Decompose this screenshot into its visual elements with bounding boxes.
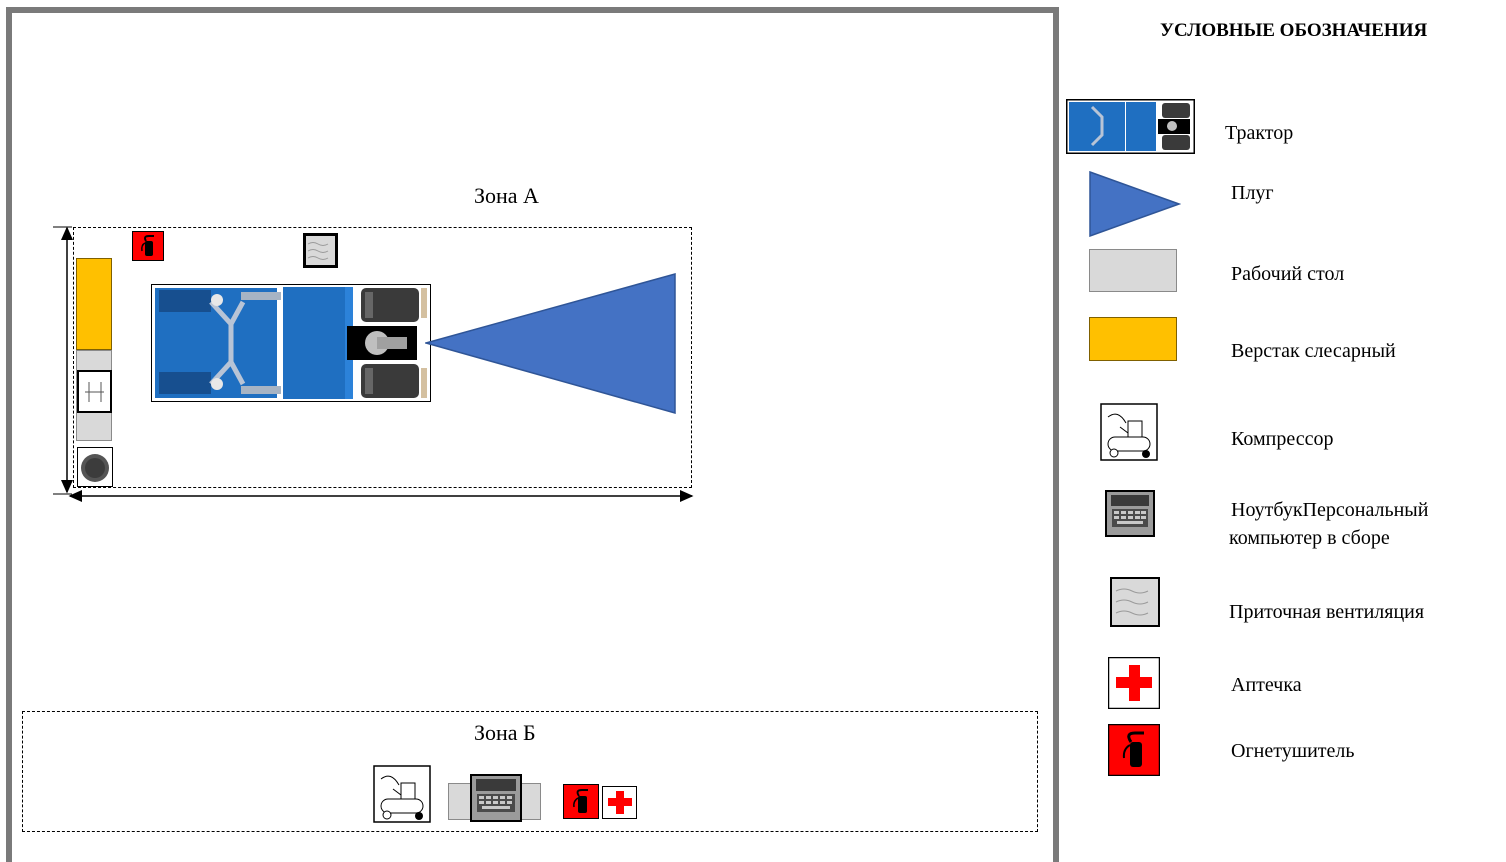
tractor-icon (1066, 99, 1195, 154)
first-aid-icon (602, 786, 637, 819)
laptop-icon (470, 774, 522, 822)
legend-label-ventilation: Приточная вентиляция (1229, 601, 1425, 623)
legend-title: УСЛОВНЫЕ ОБОЗНАЧЕНИЯ (1160, 20, 1428, 41)
legend-label-tractor: Трактор (1225, 122, 1294, 144)
vise-icon (77, 370, 112, 413)
legend-label-compressor: Компрессор (1231, 428, 1334, 450)
plough-icon (1089, 171, 1181, 237)
zone-b-boundary (22, 711, 1038, 832)
fire-extinguisher-icon (132, 231, 164, 261)
work-table-icon (1089, 249, 1177, 292)
workbench-icon (1089, 317, 1177, 361)
tractor (151, 284, 431, 402)
first-aid-icon (1108, 657, 1160, 709)
compressor-icon (373, 765, 431, 823)
fire-extinguisher-icon (563, 784, 599, 819)
workbench (76, 258, 112, 350)
legend-label-fire-extinguisher: Огнетушитель (1231, 740, 1355, 762)
plough (425, 273, 676, 414)
laptop-icon (1105, 490, 1155, 537)
legend-label-laptop-line2: компьютер в сборе (1229, 527, 1390, 549)
legend-label-work-table: Рабочий стол (1231, 263, 1345, 285)
legend-label-laptop-line1: НоутбукПерсональный (1231, 499, 1429, 521)
ventilation-icon (1110, 577, 1160, 627)
zone-b-label: Зона Б (474, 720, 536, 745)
compressor-icon (1100, 403, 1158, 461)
ventilation-icon (303, 233, 338, 268)
legend-label-first-aid: Аптечка (1231, 674, 1302, 696)
legend-label-plough: Плуг (1231, 182, 1274, 204)
room-outline (6, 7, 1059, 862)
grinder-icon (77, 447, 113, 487)
fire-extinguisher-icon (1108, 724, 1160, 776)
zone-a-label: Зона А (474, 183, 539, 208)
zone-a-boundary (73, 227, 692, 488)
dimension-arrows (53, 226, 694, 502)
legend-label-workbench: Верстак слесарный (1231, 340, 1396, 362)
